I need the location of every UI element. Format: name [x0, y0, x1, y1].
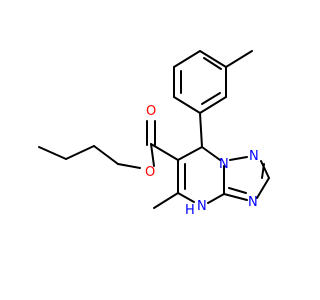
- atom-label-triazole-n3: N: [248, 195, 258, 210]
- atom-label-carbonyl-oxygen: O: [146, 104, 156, 119]
- atom-label-triazole-n1: N: [219, 157, 229, 172]
- bond-aryl-6-1: [199, 96, 227, 114]
- bond-c2-n3: [256, 177, 270, 199]
- bond-aryl-methyl: [225, 50, 253, 68]
- bond-butyl-c3-c4: [93, 145, 119, 165]
- bond-aryl-4-5: [199, 50, 227, 68]
- bond-aryl-1-2: [173, 96, 201, 114]
- molecule-structure: O O N N N N H: [38, 50, 270, 218]
- bond-n3-c3a: [223, 193, 248, 201]
- bond-o-carbonyl-c: [150, 143, 155, 167]
- atom-label-nh-nitrogen: N: [197, 199, 207, 214]
- bond-butyl-c4-o: [117, 163, 141, 169]
- bond-c6-c7: [177, 146, 203, 161]
- bond-c5-methyl: [153, 192, 179, 209]
- atom-label-triazole-n2: N: [249, 149, 259, 164]
- bond-butyl-c1-c2: [38, 146, 67, 160]
- bond-c7-aryl: [199, 112, 203, 148]
- atom-label-nh-hydrogen: H: [185, 203, 195, 218]
- bond-n8-n: [229, 156, 248, 161]
- bond-carbonyl-c-ring: [150, 143, 179, 161]
- bond-c3a-nh: [207, 193, 225, 204]
- bond-aryl-3-4: [173, 50, 201, 68]
- atom-label-ester-oxygen: O: [145, 165, 155, 180]
- bond-n3-c3a-double: [228, 187, 247, 194]
- bond-n-c2: [260, 160, 270, 179]
- bond-aryl-double-c: [201, 92, 221, 105]
- bond-butyl-c2-c3: [65, 145, 95, 160]
- molecule-diagram-canvas: O O N N N N H: [38, 50, 270, 218]
- bond-nh-c5: [177, 192, 195, 203]
- bond-c7-n8: [201, 146, 221, 161]
- bond-aryl-double-b: [203, 57, 222, 70]
- bond-c2-double: [261, 163, 265, 179]
